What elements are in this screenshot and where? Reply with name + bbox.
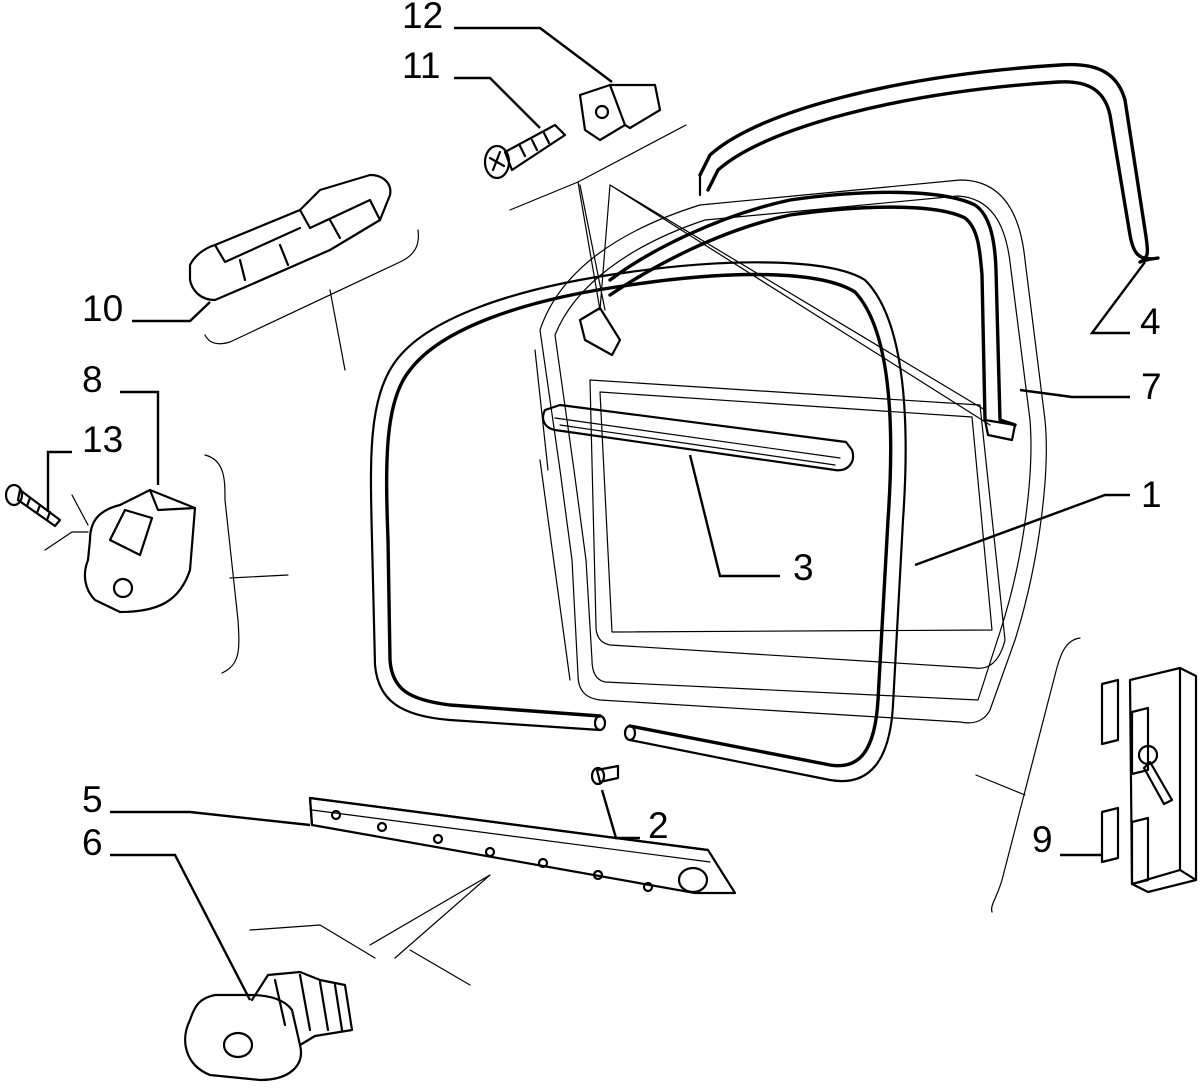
- vertical-clip-brace: [975, 637, 1081, 913]
- callout-12: 12: [402, 0, 443, 36]
- sill-end-cap: [184, 970, 354, 1082]
- door-panel-outline: [534, 179, 1047, 724]
- sill-strip-lower: [308, 796, 737, 895]
- bracket-cover: [83, 488, 197, 614]
- door-seal-main: [369, 261, 907, 783]
- callout-13: 13: [82, 419, 123, 460]
- sill-installation-lines: [249, 874, 491, 986]
- leader-lines: [46, 26, 1146, 1001]
- callout-3: 3: [793, 547, 814, 588]
- callout-7: 7: [1141, 366, 1162, 407]
- callout-4: 4: [1140, 301, 1161, 342]
- vertical-clip-bar: [1100, 666, 1198, 894]
- bracket-cover-brace: [204, 454, 289, 674]
- window-frame-seal-outer: [698, 62, 1160, 264]
- callout-10: 10: [82, 288, 123, 329]
- retaining-clip-upper: [578, 83, 662, 142]
- callout-11: 11: [402, 45, 440, 86]
- callout-1: 1: [1141, 474, 1162, 515]
- window-channel-seal: [578, 190, 1017, 442]
- screw-upper: [483, 123, 567, 180]
- callout-5: 5: [82, 779, 103, 820]
- belt-strip-inner: [541, 403, 855, 472]
- screw-small: [4, 483, 62, 528]
- callout-6: 6: [82, 822, 103, 863]
- clip-strip-bracket: [204, 229, 420, 371]
- callout-2: 2: [648, 805, 669, 846]
- plug: [590, 764, 620, 786]
- installation-guide-lines: [509, 124, 991, 426]
- screw-small-indicator: [44, 494, 89, 551]
- callout-8: 8: [82, 359, 103, 400]
- callout-9: 9: [1032, 819, 1053, 860]
- clip-strip-upper: [188, 173, 392, 302]
